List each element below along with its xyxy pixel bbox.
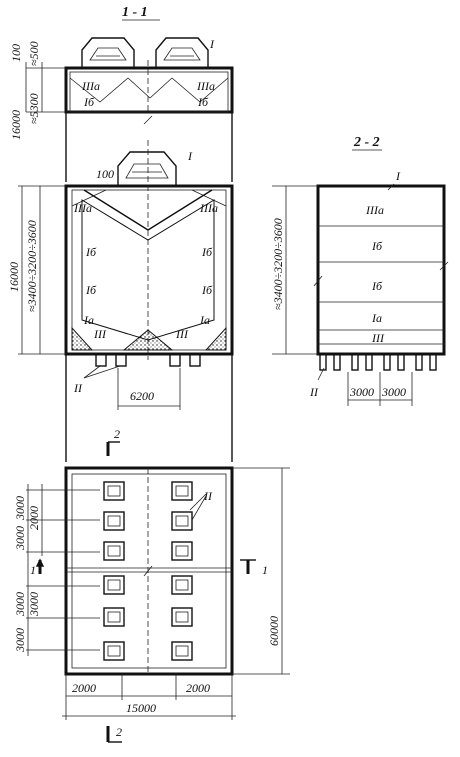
- label-IIIa-top-left: IIIa: [81, 79, 100, 93]
- dim-3400-3200-3600-sec1: ≈3400÷3200÷3600: [25, 220, 39, 312]
- label-Ib-mid-left-1: Iб: [85, 245, 97, 259]
- dim-plan-left-5: 3000: [13, 628, 27, 653]
- top-crane-left: [81, 37, 135, 69]
- label-Ib-top-right: Iб: [197, 95, 209, 109]
- hatch-left: [71, 326, 94, 351]
- opening-grid: [103, 481, 193, 661]
- top-crane-right: [155, 37, 209, 69]
- dim-plan-bottom-left: 2000: [72, 681, 96, 695]
- section-1-title: 1 - 1: [122, 5, 148, 20]
- section-mark-1-right: 1: [262, 563, 268, 577]
- middle-crane: [117, 151, 177, 187]
- label-II-plan: II: [203, 489, 213, 503]
- plan-view: 2 II: [13, 427, 290, 743]
- dim-plan-bottom-right: 2000: [186, 681, 210, 695]
- dim-100-top: 100: [9, 44, 23, 62]
- label-Ib-mid-right-2: Iб: [201, 283, 213, 297]
- dim-5300-top: ≈5300: [27, 93, 41, 124]
- label-III-mid-left: III: [93, 327, 107, 341]
- label-IIIa-mid-right: IIIa: [199, 201, 218, 215]
- label-III-mid-right: III: [175, 327, 189, 341]
- plan-outline: [64, 466, 234, 676]
- dim-16000-mid: 16000: [7, 262, 21, 292]
- label-Ib-mid-right-1: Iб: [201, 245, 213, 259]
- section-2-bottom-openings: [319, 353, 437, 371]
- label-Ib-top-left: Iб: [83, 95, 95, 109]
- label-Ib-mid-left-2: Iб: [85, 283, 97, 297]
- label-IIIa-top-right: IIIa: [196, 79, 215, 93]
- dim-100-mid: 100: [96, 167, 114, 181]
- dim-16000-top: 16000: [9, 110, 23, 140]
- dim-plan-left-1: 3000: [13, 526, 27, 551]
- layer-Ia: Ia: [371, 311, 382, 325]
- label-IIIa-mid-left: IIIa: [73, 201, 92, 215]
- layer-Ib-2: Iб: [371, 279, 383, 293]
- dim-3000-sec2-right: 3000: [381, 385, 406, 399]
- hatch-center: [122, 329, 174, 351]
- layer-IIIa: IIIa: [365, 203, 384, 217]
- section-2-2: 2 - 2 IIIa Iб Iб Ia III I II: [271, 135, 449, 406]
- dim-15000: 15000: [126, 701, 156, 715]
- section-1-1: 1 - 1 I IIIa IIIa Iб Iб 100 ≈500: [7, 5, 234, 462]
- dim-plan-left-4: 3000: [13, 592, 27, 617]
- dim-3000-sec2-left: 3000: [349, 385, 374, 399]
- section-mark-2-top: 2: [114, 427, 120, 441]
- label-Ia-mid-left: Ia: [83, 313, 94, 327]
- main-chamber: [64, 184, 234, 356]
- label-I-top: I: [209, 37, 215, 51]
- dim-6200: 6200: [130, 389, 154, 403]
- label-I-mid: I: [187, 149, 193, 163]
- label-II-sec2: II: [309, 385, 319, 399]
- section-2-box: [316, 184, 446, 356]
- label-I-sec2: I: [395, 169, 401, 183]
- dim-3400-3200-3600-sec2: ≈3400÷3200÷3600: [271, 218, 285, 310]
- dim-plan-left-2: 3000: [13, 496, 27, 521]
- hatch-right: [204, 326, 227, 351]
- layer-Ib-1: Iб: [371, 239, 383, 253]
- layer-III: III: [371, 331, 385, 345]
- label-II-sec1: II: [73, 381, 83, 395]
- label-Ia-mid-right: Ia: [199, 313, 210, 327]
- section-2-title: 2 - 2: [353, 135, 380, 150]
- dim-plan-left-6: 3000: [27, 592, 41, 617]
- dim-plan-left-3: 2000: [27, 506, 41, 530]
- section-mark-1-left: 1: [30, 563, 36, 577]
- section-mark-2-bottom: 2: [116, 725, 122, 739]
- dim-60000: 60000: [267, 616, 281, 646]
- dim-500-top: ≈500: [27, 41, 41, 66]
